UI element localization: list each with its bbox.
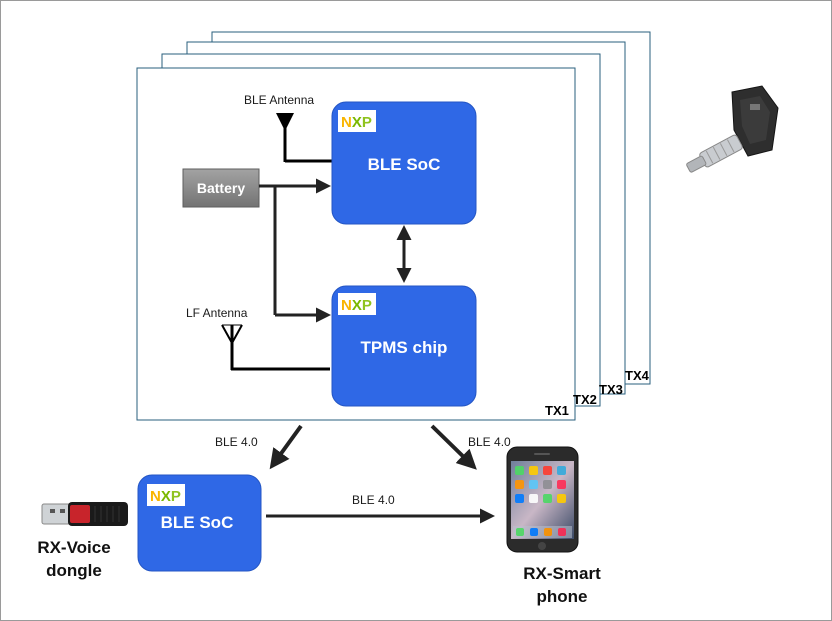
usb-dongle-icon [41, 502, 128, 526]
lf-antenna-label: LF Antenna [186, 306, 248, 320]
ble-antenna-label: BLE Antenna [244, 93, 314, 107]
svg-text:NXP: NXP [341, 114, 372, 131]
tx-to-dongle-arrow [269, 424, 303, 470]
tx-to-phone-arrow [430, 424, 477, 470]
nxp-logo-icon: NXP [147, 484, 185, 506]
rx-phone-label-line2: phone [537, 587, 588, 606]
ble-link-bottom-label: BLE 4.0 [352, 493, 395, 507]
ble-soc-tx-block [331, 101, 477, 225]
smartphone-icon [506, 446, 579, 553]
tx2-label: TX2 [573, 392, 597, 407]
tx4-label: TX4 [625, 368, 650, 383]
nxp-logo-icon: NXP [338, 110, 376, 132]
tpms-chip-label: TPMS chip [361, 338, 448, 357]
rx-phone-label-line1: RX-Smart [523, 564, 601, 583]
ble-soc-rx-label: BLE SoC [161, 513, 234, 532]
ble-link-right-label: BLE 4.0 [468, 435, 511, 449]
svg-text:NXP: NXP [341, 297, 372, 314]
ble-antenna-icon [276, 113, 332, 163]
rx-voice-label-line1: RX-Voice [37, 538, 110, 557]
tpms-sensor-icon [686, 85, 779, 173]
rx-voice-label-line2: dongle [46, 561, 102, 580]
nxp-logo-icon: NXP [338, 293, 376, 315]
tpms-chip-block [331, 285, 477, 407]
ble-link-left-label: BLE 4.0 [215, 435, 258, 449]
battery-block [182, 168, 260, 208]
tx1-label: TX1 [545, 403, 569, 418]
tx3-label: TX3 [599, 382, 623, 397]
ble-soc-tx-label: BLE SoC [368, 155, 441, 174]
svg-text:NXP: NXP [150, 488, 181, 505]
lf-antenna-icon [221, 324, 330, 371]
battery-label: Battery [197, 180, 245, 196]
